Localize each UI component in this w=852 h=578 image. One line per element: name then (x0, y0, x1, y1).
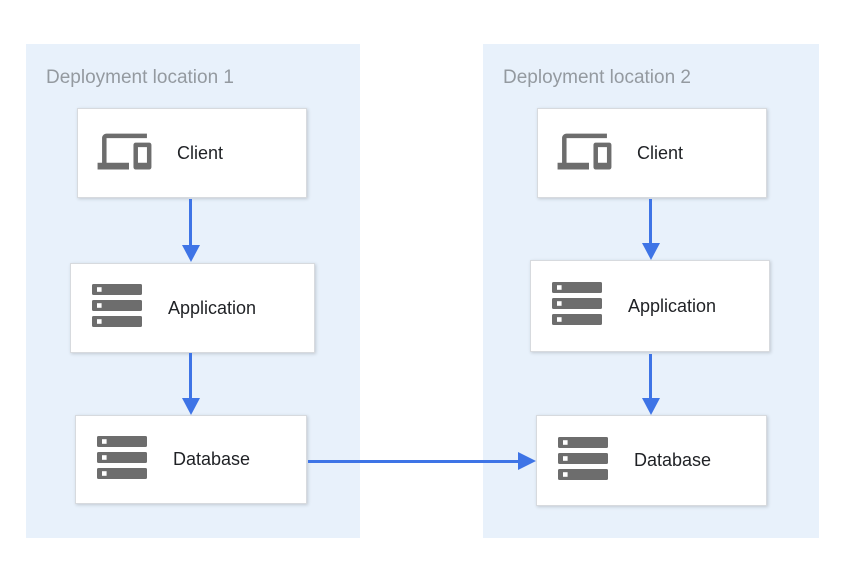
node-database: Database (75, 415, 307, 504)
node-label: Database (173, 449, 251, 469)
arrow-database1-to-database2 (308, 460, 518, 463)
devices-icon (96, 128, 153, 179)
server-stack-icon (552, 282, 604, 330)
server-stack-icon (97, 435, 149, 484)
node-database: Database (536, 415, 767, 506)
arrow-client1-to-application1 (189, 199, 192, 245)
node-client: Client (537, 108, 767, 198)
arrow-client2-to-application2 (649, 199, 652, 243)
arrow-application2-to-database2 (649, 354, 652, 398)
node-application: Application (70, 263, 315, 353)
arrow-down-head (642, 398, 660, 415)
node-application: Application (530, 260, 770, 352)
server-stack-icon (558, 436, 610, 485)
panel-title: Deployment location 1 (46, 67, 234, 88)
arrow-down-head (642, 243, 660, 260)
node-label: Client (637, 142, 684, 163)
server-stack-icon (92, 284, 144, 332)
panel-deployment-location-1: Deployment location 1 Client Application (26, 44, 360, 538)
node-label: Database (634, 450, 712, 470)
arrow-right-head (518, 452, 536, 470)
panel-title: Deployment location 2 (503, 67, 691, 88)
node-client: Client (77, 108, 307, 198)
node-label: Application (168, 297, 257, 318)
arrow-down-head (182, 245, 200, 262)
arrow-application1-to-database1 (189, 353, 192, 398)
node-label: Application (628, 295, 717, 316)
panel-deployment-location-2: Deployment location 2 Client Application (483, 44, 819, 538)
devices-icon (556, 128, 613, 179)
arrow-down-head (182, 398, 200, 415)
node-label: Client (177, 142, 224, 163)
